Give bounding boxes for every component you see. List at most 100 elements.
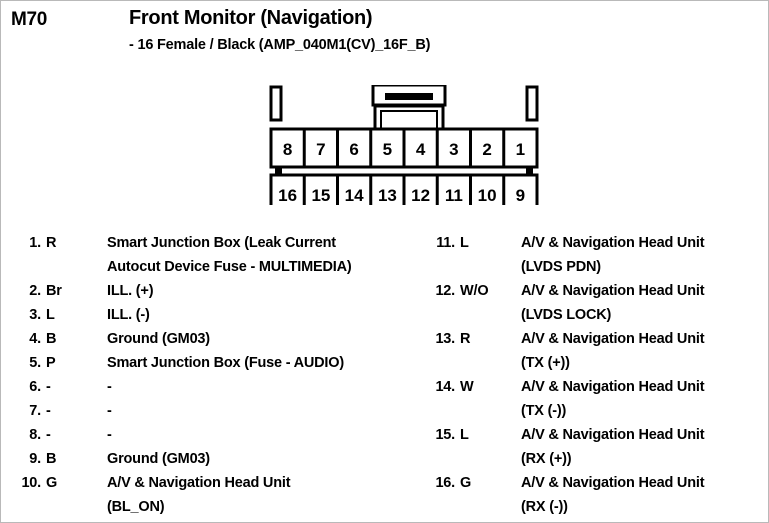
pin-label: 14.W [429, 375, 507, 399]
pin-number: 13. [435, 331, 455, 347]
pin-cell-7: 7 [316, 140, 325, 159]
pin-number: 3. [29, 307, 41, 323]
pin-number: 11. [436, 235, 455, 251]
pin-description-line: Ground (GM03) [107, 331, 210, 347]
pin-description: - [107, 399, 375, 423]
pin-row: 7.-- [15, 399, 375, 423]
pin-description-line: ILL. (-) [107, 307, 150, 323]
page-title: Front Monitor (Navigation) [129, 7, 373, 29]
pin-cell-10: 10 [478, 186, 497, 205]
pin-cell-4: 4 [416, 140, 426, 159]
pin-row: 16.G A/V & Navigation Head Unit (RX (-)) [429, 471, 768, 519]
pin-wire-color: G [460, 475, 472, 491]
pin-label: 4.B [15, 327, 93, 351]
pin-label: 3. L [15, 303, 93, 327]
connector-code: M70 [11, 9, 48, 30]
pin-wire-color: - [46, 403, 51, 419]
pin-label: 13.R [429, 327, 507, 351]
pin-wire-color: - [46, 427, 51, 443]
pin-label: 15. L [429, 423, 507, 447]
pin-description: A/V & Navigation Head Unit (RX (+)) [521, 423, 768, 471]
pin-cell-14: 14 [345, 186, 364, 205]
pin-row: 15. L A/V & Navigation Head Unit (RX (+)) [429, 423, 768, 471]
connector-top-row: 8 7 6 5 4 3 2 1 [269, 127, 539, 169]
pin-cell-1: 1 [516, 140, 525, 159]
pin-description: A/V & Navigation Head Unit (RX (-)) [521, 471, 768, 519]
pin-row: 14.W A/V & Navigation Head Unit (TX (-)) [429, 375, 768, 423]
pin-description-line: (RX (-)) [521, 499, 568, 515]
pin-wire-color: L [460, 427, 469, 443]
pin-description-line: (BL_ON) [107, 499, 165, 515]
pin-wire-color: Br [46, 283, 62, 299]
pin-description-line: A/V & Navigation Head Unit [521, 235, 705, 251]
pin-cell-16: 16 [278, 186, 297, 205]
pin-cell-9: 9 [516, 186, 525, 205]
pin-number: 2. [29, 283, 41, 299]
pin-label: 7.- [15, 399, 93, 423]
pin-description-line: - [107, 427, 112, 443]
pin-description-line: A/V & Navigation Head Unit [107, 475, 291, 491]
pin-cell-12: 12 [411, 186, 430, 205]
pin-number: 1. [29, 235, 41, 251]
pin-cell-3: 3 [449, 140, 458, 159]
connector-latch [371, 85, 447, 133]
pin-label: 11.L [429, 231, 507, 255]
pin-wire-color: - [46, 379, 51, 395]
pin-label: 16.G [429, 471, 507, 495]
pin-label: 1.R [15, 231, 93, 255]
pin-description-line: A/V & Navigation Head Unit [521, 379, 705, 395]
pin-label: 2. Br [15, 279, 93, 303]
pin-cell-11: 11 [445, 186, 463, 205]
pin-row: 3. L ILL. (-) [15, 303, 375, 327]
pin-description-line: (RX (+)) [521, 451, 572, 467]
pin-label: 12.W/O [429, 279, 507, 303]
pin-number: 8. [29, 427, 41, 443]
connector-diagram: 8 7 6 5 4 3 2 1 [263, 85, 573, 205]
pin-row: 4.B Ground (GM03) [15, 327, 375, 351]
pin-description-line: A/V & Navigation Head Unit [521, 331, 705, 347]
pin-description-line: ILL. (+) [107, 283, 154, 299]
pin-number: 5. [29, 355, 41, 371]
pin-wire-color: L [46, 307, 55, 323]
pin-cell-13: 13 [378, 186, 397, 205]
pin-description-line: A/V & Navigation Head Unit [521, 427, 705, 443]
pin-number: 7. [29, 403, 41, 419]
pin-description: A/V & Navigation Head Unit (BL_ON) [107, 471, 375, 519]
pin-description: - [107, 423, 375, 447]
pin-wire-color: B [46, 451, 57, 467]
pin-description-line: Ground (GM03) [107, 451, 210, 467]
pin-number: 15. [435, 427, 455, 443]
connector-left-post [269, 85, 283, 122]
pin-number: 14. [435, 379, 455, 395]
pin-cell-5: 5 [383, 140, 392, 159]
pin-description-line: - [107, 403, 112, 419]
connector-right-post [525, 85, 539, 122]
pin-cell-8: 8 [283, 140, 292, 159]
pin-description-line: (TX (-)) [521, 403, 567, 419]
pin-description: Ground (GM03) [107, 327, 375, 351]
pin-wire-color: B [46, 331, 57, 347]
pin-description: Ground (GM03) [107, 447, 375, 471]
pin-description: ILL. (-) [107, 303, 375, 327]
pin-description: A/V & Navigation Head Unit(LVDS LOCK) [521, 279, 768, 327]
pin-description-line: A/V & Navigation Head Unit [521, 475, 705, 491]
pin-description-line: Autocut Device Fuse - MULTIMEDIA) [107, 259, 352, 275]
pin-number: 6. [29, 379, 41, 395]
pin-description-line: A/V & Navigation Head Unit [521, 283, 705, 299]
pin-label: 8.- [15, 423, 93, 447]
pin-label: 6.- [15, 375, 93, 399]
pin-description: Smart Junction Box (Fuse - AUDIO) [107, 351, 375, 375]
connector-bottom-row: 16 15 14 13 12 11 10 9 [269, 173, 539, 205]
page-header: M70 Front Monitor (Navigation) - 16 Fema… [1, 1, 768, 71]
pin-number: 10. [21, 475, 41, 491]
